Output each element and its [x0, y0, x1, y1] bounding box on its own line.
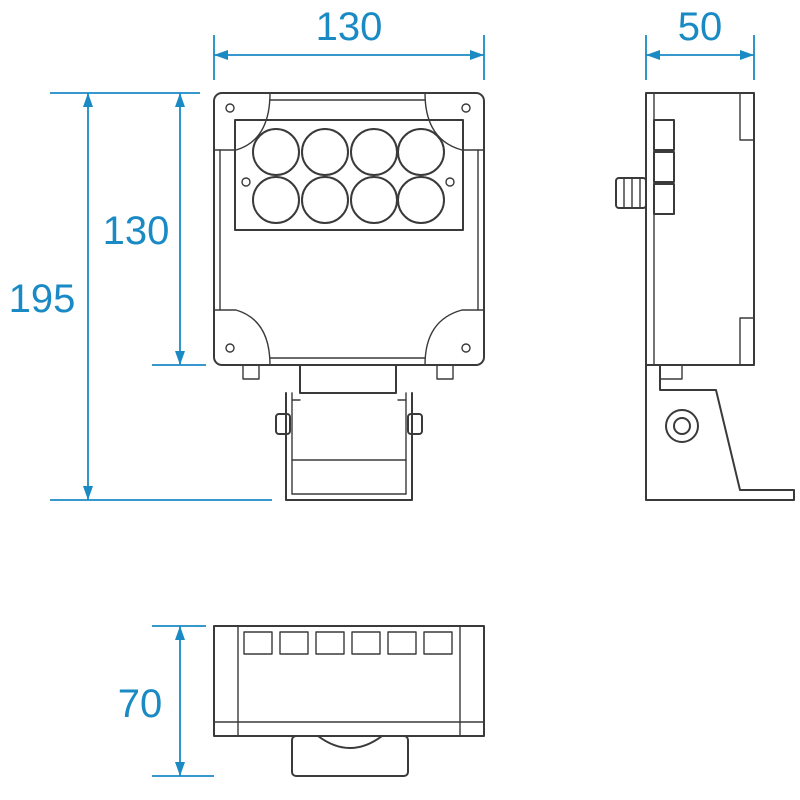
led-panel [234, 119, 464, 231]
led-icon [301, 128, 349, 176]
dimensions: 130 50 195 130 70 [9, 5, 755, 777]
bottom-view [213, 625, 485, 777]
corner-boss-top-left [213, 92, 271, 151]
bracket-neck [299, 364, 397, 394]
bottom-fin [423, 631, 453, 655]
side-bracket [645, 364, 795, 501]
led-icon [350, 176, 398, 224]
arrow-icon [83, 93, 93, 107]
label-body-height: 130 [103, 209, 170, 253]
side-heatsink-block [653, 151, 675, 183]
bottom-fin [315, 631, 345, 655]
side-heatsink-block [653, 119, 675, 151]
screw-icon [241, 177, 251, 187]
arrow-icon [175, 762, 185, 776]
arrow-icon [470, 50, 484, 60]
cable-gland-icon [615, 177, 647, 209]
led-icon [350, 128, 398, 176]
screw-icon [445, 177, 455, 187]
screw-icon [225, 103, 235, 113]
led-icon [397, 128, 445, 176]
bracket-knob-right [407, 413, 423, 435]
pivot-knob-inner [673, 417, 691, 435]
corner-boss-top-right [424, 92, 485, 151]
bottom-tab [242, 364, 260, 380]
bottom-bracket-slot [317, 735, 383, 749]
side-housing-outline [645, 92, 755, 366]
bottom-housing-outline [213, 625, 485, 737]
bottom-fin [243, 631, 273, 655]
bottom-tab [436, 364, 454, 380]
arrow-icon [740, 50, 754, 60]
corner-boss-bottom-right [424, 309, 485, 366]
front-view [213, 92, 485, 501]
arrow-icon [83, 486, 93, 500]
arrow-icon [175, 351, 185, 365]
side-heatsink-block [653, 183, 675, 215]
screw-icon [225, 343, 235, 353]
label-front-width: 130 [316, 5, 383, 49]
side-fin-bottom [739, 317, 755, 366]
side-view [615, 92, 795, 501]
side-bottom-tab [659, 364, 683, 380]
led-icon [397, 176, 445, 224]
bracket-knob-left [275, 413, 291, 435]
label-bottom-height: 70 [118, 682, 163, 726]
label-total-height: 195 [9, 277, 76, 321]
bottom-fin [351, 631, 381, 655]
arrow-icon [646, 50, 660, 60]
bottom-fin [387, 631, 417, 655]
screw-icon [461, 103, 471, 113]
led-array [252, 128, 445, 224]
mounting-bracket [285, 392, 413, 501]
bottom-fin [279, 631, 309, 655]
corner-boss-bottom-left [213, 309, 271, 366]
bottom-bracket [291, 735, 409, 777]
side-fin-top [739, 92, 755, 141]
arrow-icon [175, 93, 185, 107]
screw-icon [461, 343, 471, 353]
label-side-depth: 50 [678, 5, 723, 49]
led-icon [252, 128, 300, 176]
led-icon [301, 176, 349, 224]
led-icon [252, 176, 300, 224]
pivot-knob-icon [665, 409, 699, 443]
bottom-fin-row [243, 631, 453, 655]
arrow-icon [214, 50, 228, 60]
arrow-icon [175, 626, 185, 640]
